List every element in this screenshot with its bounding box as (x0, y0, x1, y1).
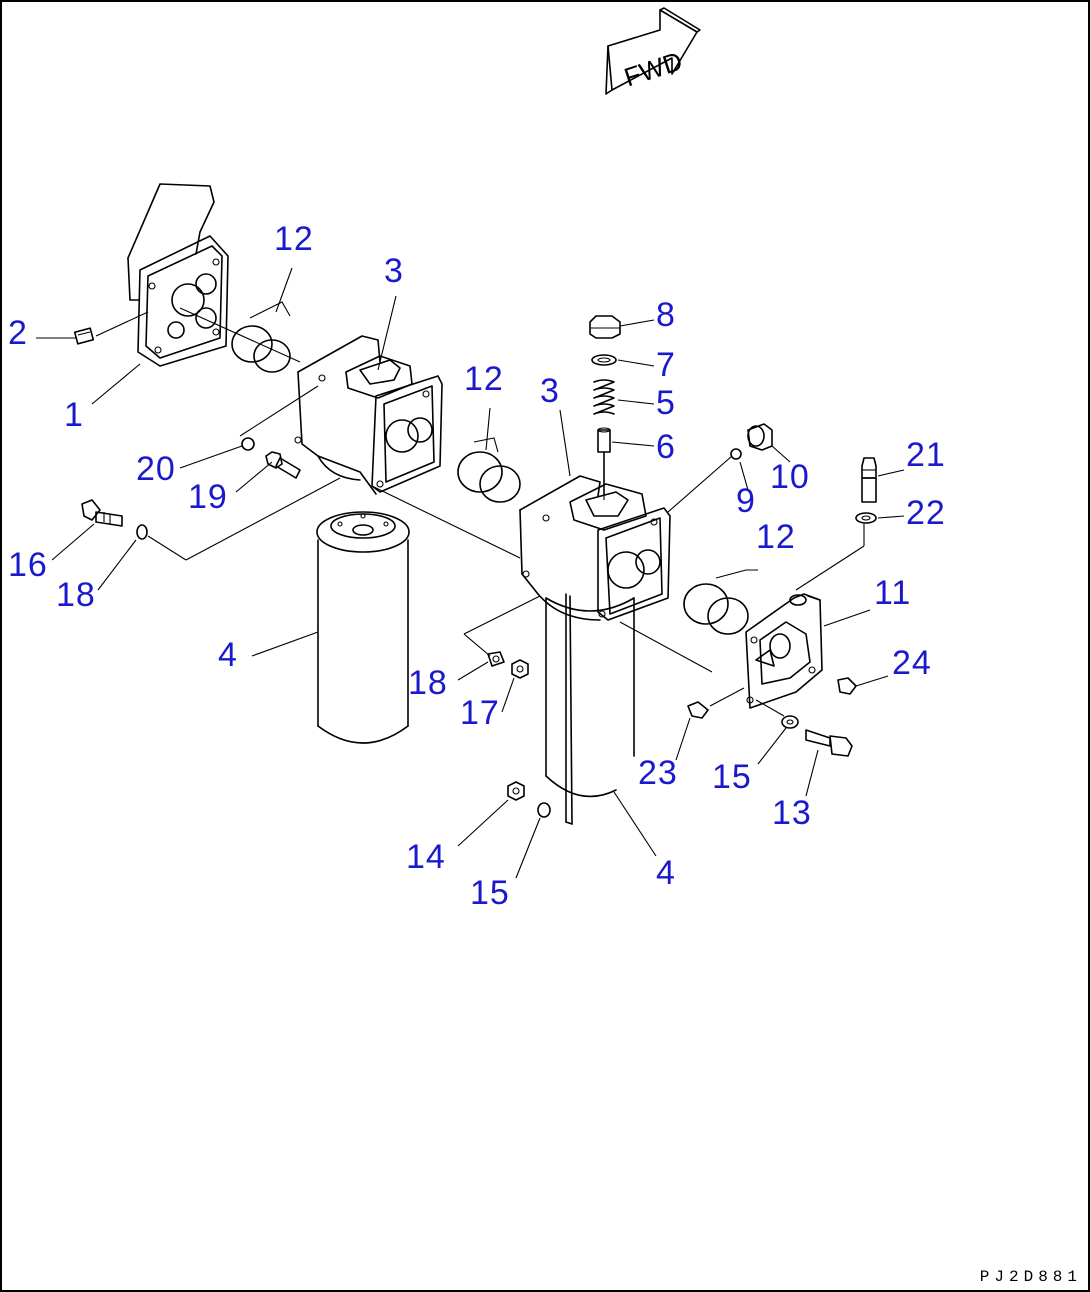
callout-20: 20 (136, 450, 176, 488)
washer-part-18-left (136, 524, 148, 540)
callout-3-right: 3 (540, 372, 560, 410)
filter-cartridge-part-4-left (316, 511, 410, 744)
washer-part-18-middle (487, 651, 505, 667)
washer-part-22 (855, 512, 877, 524)
callout-23: 23 (638, 754, 678, 792)
plug-part-23 (687, 701, 709, 719)
o-rings-part-12-right (683, 569, 758, 635)
callout-12-middle: 12 (464, 360, 504, 398)
filter-head-part-3-left (294, 335, 443, 495)
washer-part-15-bottom (537, 802, 551, 818)
bypass-valve-stack (589, 315, 621, 495)
o-rings-part-12-left (231, 301, 291, 373)
bolt-part-19 (265, 451, 301, 479)
callout-7: 7 (656, 346, 676, 384)
callout-8: 8 (656, 296, 676, 334)
callout-15-right: 15 (712, 758, 752, 796)
callout-14: 14 (406, 838, 446, 876)
callout-10: 10 (770, 458, 810, 496)
callout-9: 9 (736, 482, 756, 520)
fwd-label: FWD (620, 46, 686, 93)
callout-11: 11 (874, 574, 912, 612)
washer-part-15-right (781, 715, 799, 729)
callout-21: 21 (906, 436, 946, 474)
callout-18-left: 18 (56, 576, 96, 614)
callout-5: 5 (656, 384, 676, 422)
o-ring-part-9 (730, 448, 742, 460)
callout-13: 13 (772, 794, 812, 832)
assembly-lines (147, 307, 865, 717)
plug-part-2 (73, 327, 95, 345)
nut-part-14 (507, 781, 525, 801)
callout-24: 24 (892, 644, 932, 682)
fwd-arrow-icon: FWD (605, 7, 701, 95)
callout-17: 17 (460, 694, 500, 732)
washer-part-20 (241, 437, 255, 451)
callout-12-left: 12 (274, 220, 314, 258)
callout-4-right: 4 (656, 854, 676, 892)
filter-cartridge-part-4-right (545, 593, 635, 825)
sensor-part-21 (861, 457, 877, 503)
o-rings-part-12-middle (457, 437, 521, 503)
leader-lines (36, 267, 905, 879)
plug-part-24 (837, 677, 857, 695)
bolt-part-13 (805, 729, 853, 757)
callout-15-bottom: 15 (470, 874, 510, 912)
callout-19: 19 (188, 478, 228, 516)
filter-head-part-3-right (519, 475, 671, 621)
callout-12-right: 12 (756, 518, 796, 556)
callout-18-middle: 18 (408, 664, 448, 702)
callout-2: 2 (8, 314, 28, 352)
callout-1: 1 (64, 396, 84, 434)
callout-22: 22 (906, 494, 946, 532)
nut-part-17 (511, 659, 529, 679)
callout-6: 6 (656, 428, 676, 466)
end-cover-part-1 (127, 183, 229, 367)
bolt-part-16 (81, 499, 123, 527)
callout-3-left: 3 (384, 252, 404, 290)
plug-part-10 (747, 423, 773, 451)
callout-16: 16 (8, 546, 48, 584)
callout-4-left: 4 (218, 636, 238, 674)
mounting-bracket-part-11 (745, 593, 823, 709)
drawing-code: PJ2D881 (979, 1268, 1082, 1286)
